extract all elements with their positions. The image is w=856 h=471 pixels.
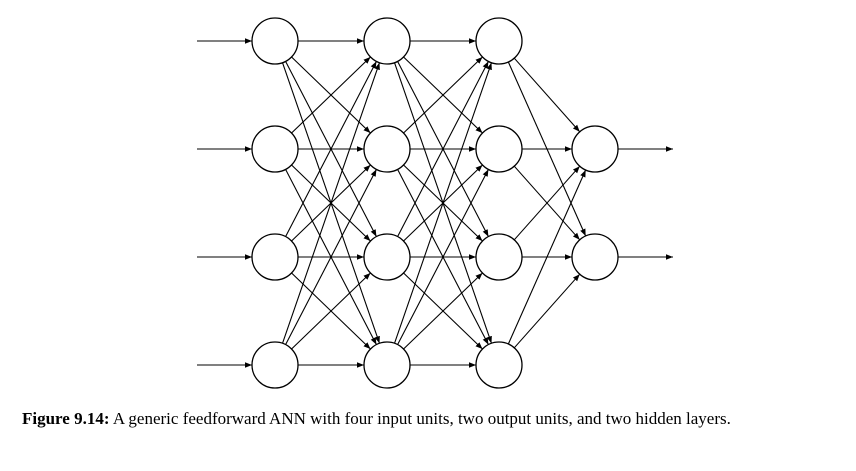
hidden-unit (475, 341, 523, 389)
connections (197, 38, 673, 368)
connection-arrow (291, 272, 371, 350)
connection-arrow (513, 273, 581, 349)
connection-arrow (393, 62, 493, 344)
figure-caption: Figure 9.14: A generic feedforward ANN w… (22, 407, 842, 430)
output-unit (571, 125, 619, 173)
connection-arrow (397, 169, 489, 345)
hidden-unit (363, 233, 411, 281)
hidden-unit (363, 17, 411, 65)
connection-arrow (291, 56, 371, 134)
connection-arrow (507, 169, 587, 345)
hidden-unit (475, 125, 523, 173)
hidden-unit (363, 341, 411, 389)
input-unit (251, 341, 299, 389)
input-unit (251, 125, 299, 173)
output-unit (571, 233, 619, 281)
connection-arrow (397, 61, 489, 237)
connection-arrow (513, 57, 581, 133)
network-diagram (197, 17, 673, 389)
connection-arrow (281, 62, 381, 344)
connection-arrow (285, 61, 377, 237)
connection-arrow (403, 272, 483, 350)
units (251, 17, 619, 389)
connection-arrow (513, 165, 581, 241)
hidden-unit (475, 17, 523, 65)
connection-arrow (403, 56, 483, 134)
hidden-unit (363, 125, 411, 173)
connection-arrow (285, 169, 377, 345)
input-unit (251, 17, 299, 65)
input-unit (251, 233, 299, 281)
caption-label: Figure 9.14: (22, 409, 110, 428)
hidden-unit (475, 233, 523, 281)
caption-text: A generic feedforward ANN with four inpu… (112, 409, 731, 428)
